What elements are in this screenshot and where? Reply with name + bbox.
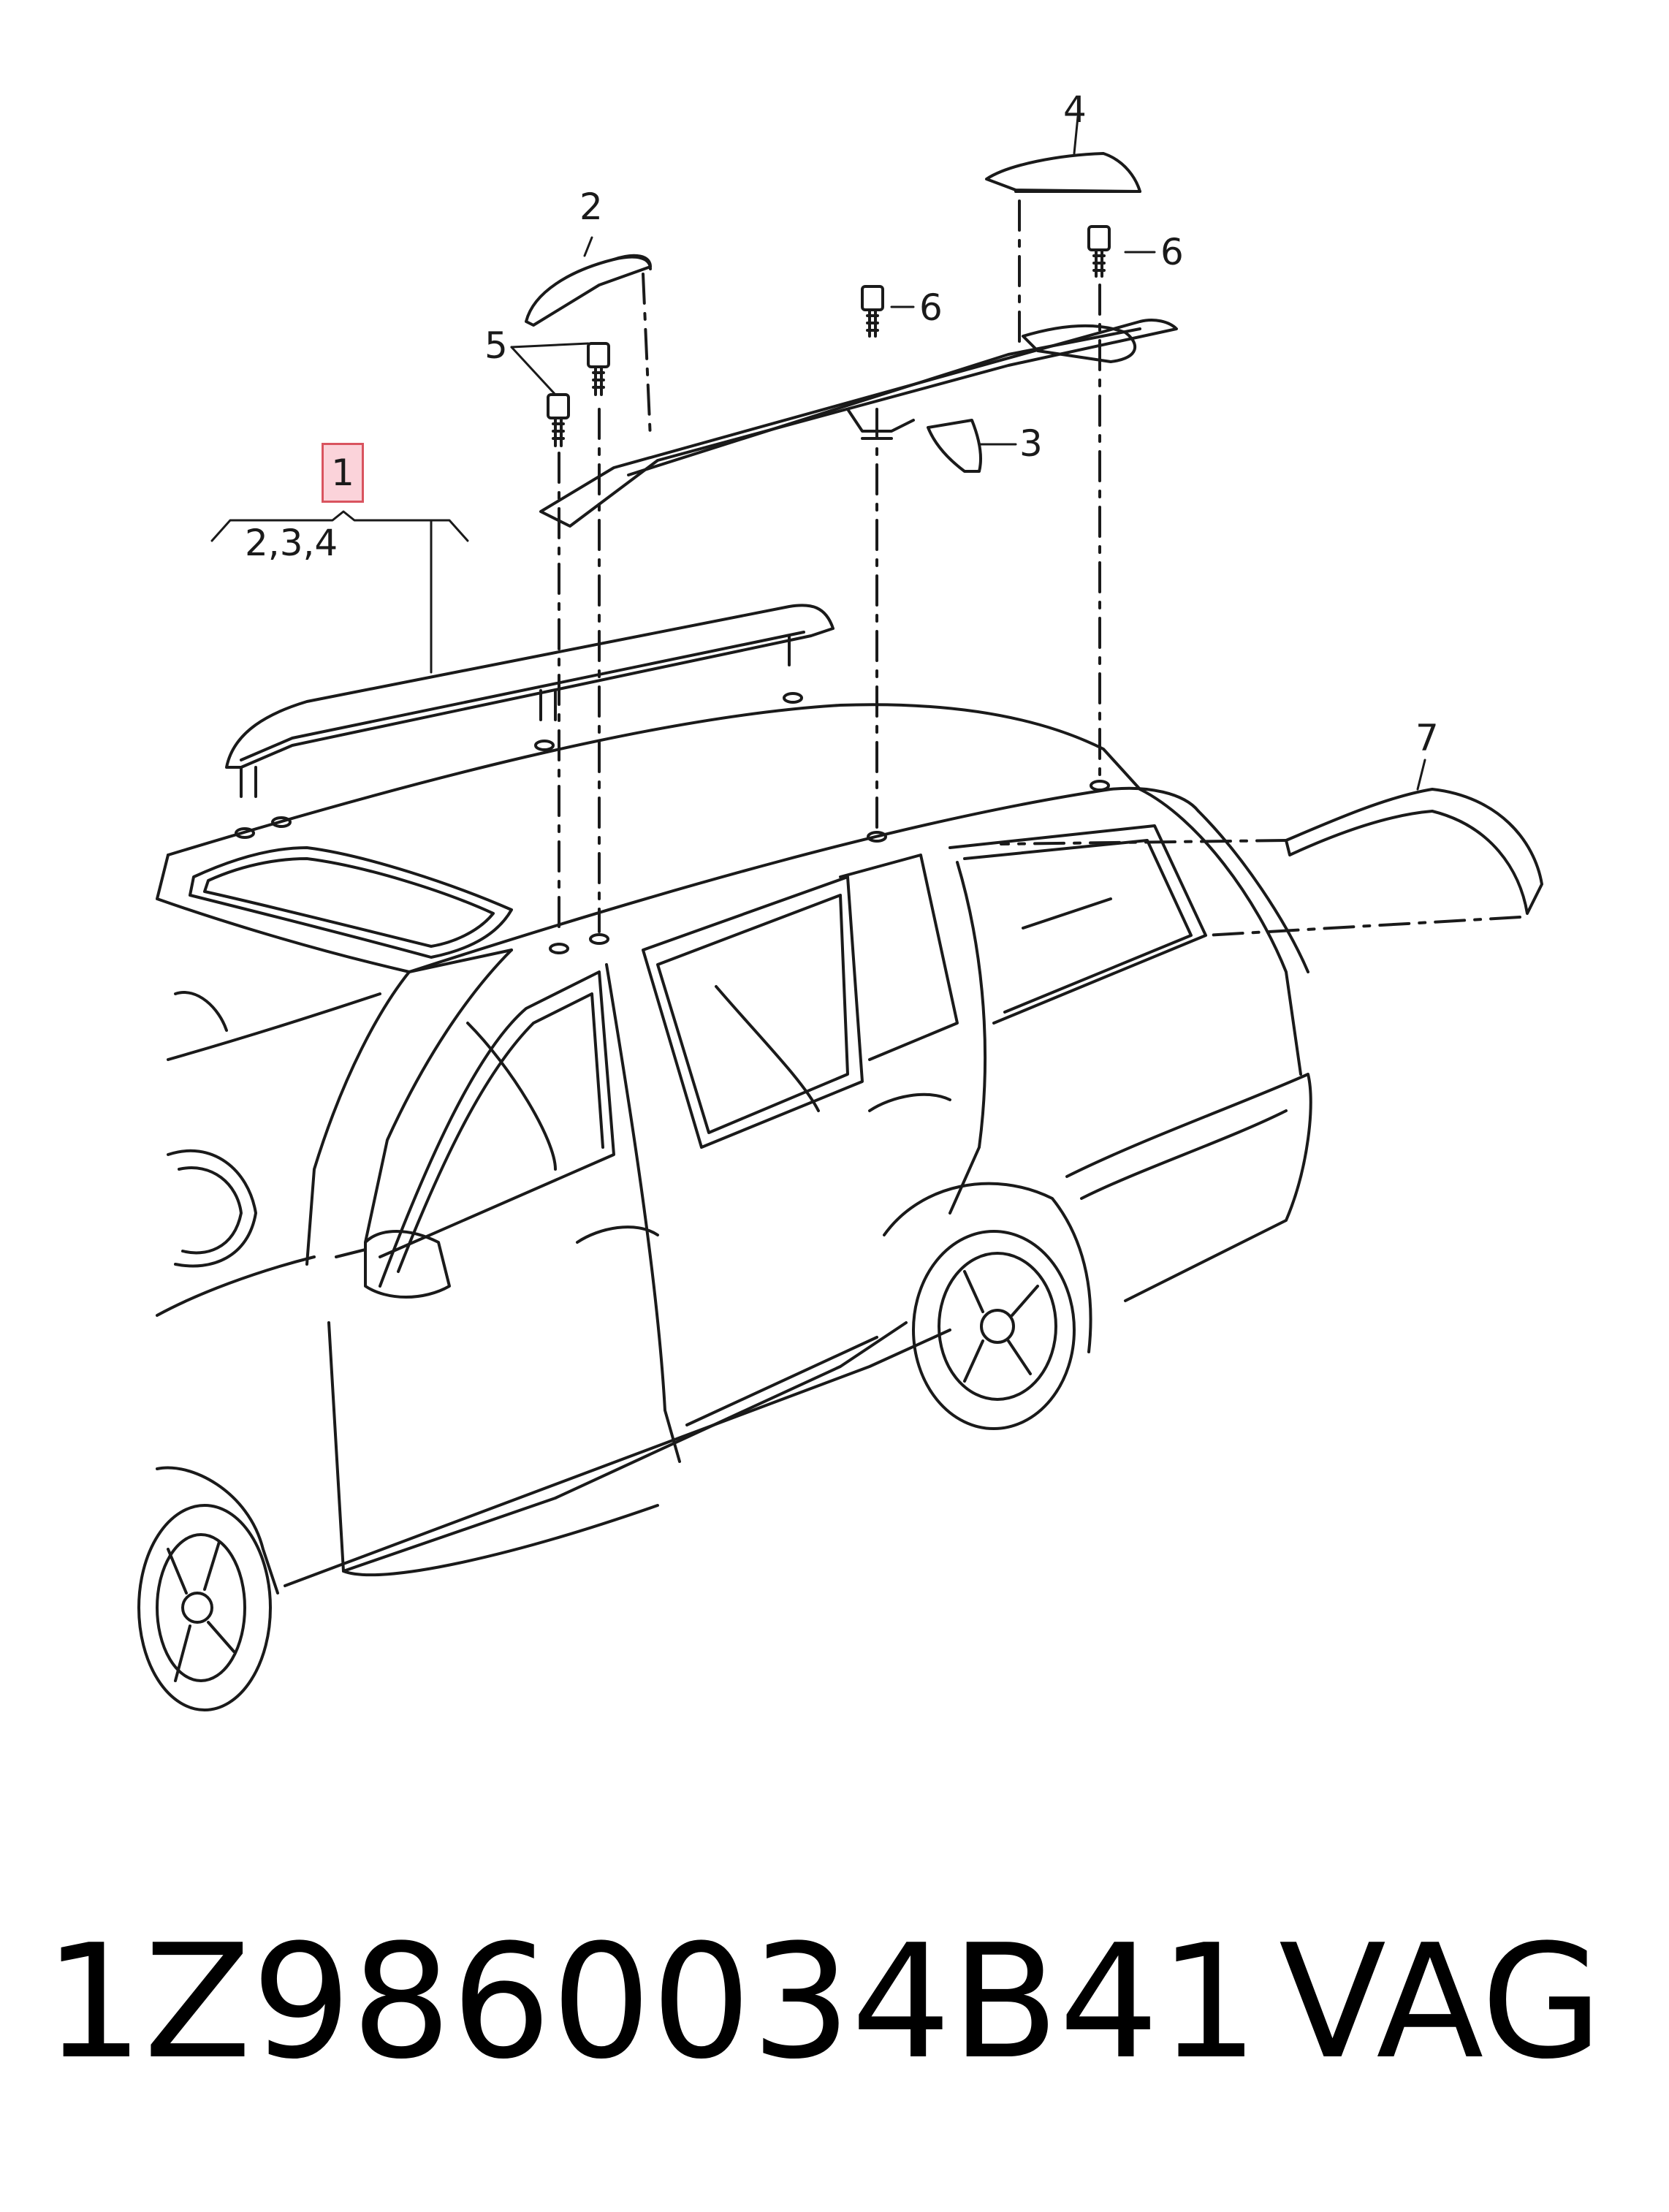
- roof-rail-exploded: [539, 319, 1178, 528]
- part-3-middle-cover: [846, 408, 982, 835]
- callout-2[interactable]: 2: [579, 186, 603, 228]
- rear-wheel: [883, 1182, 1092, 1430]
- brand-name: VAG: [1279, 1910, 1603, 2094]
- screws-part-5: [547, 342, 610, 954]
- callout-3[interactable]: 3: [1019, 422, 1043, 465]
- part-2-front-cap: [525, 254, 652, 440]
- part-number: 1Z9860034B41: [44, 1910, 1259, 2094]
- callout-group-label: 2,3,4: [245, 522, 338, 564]
- callout-6-middle[interactable]: 6: [919, 286, 943, 329]
- part-7-trim-strip: [1000, 788, 1543, 937]
- callout-5[interactable]: 5: [484, 324, 508, 367]
- car-body-outline: [156, 703, 1312, 1587]
- callout-6-rear[interactable]: 6: [1160, 231, 1184, 273]
- footer-part-info: 1Z9860034B41 VAG: [44, 1918, 1630, 2086]
- front-wheel: [137, 1466, 279, 1711]
- roof-rail-assembled: [225, 604, 834, 839]
- callout-1-highlighted[interactable]: 1: [322, 443, 364, 503]
- callout-7[interactable]: 7: [1415, 717, 1439, 759]
- screws-part-6: [861, 225, 1111, 843]
- leader-lines: [210, 115, 1426, 791]
- callout-4[interactable]: 4: [1063, 88, 1087, 131]
- part-4-rear-cap: [985, 152, 1141, 345]
